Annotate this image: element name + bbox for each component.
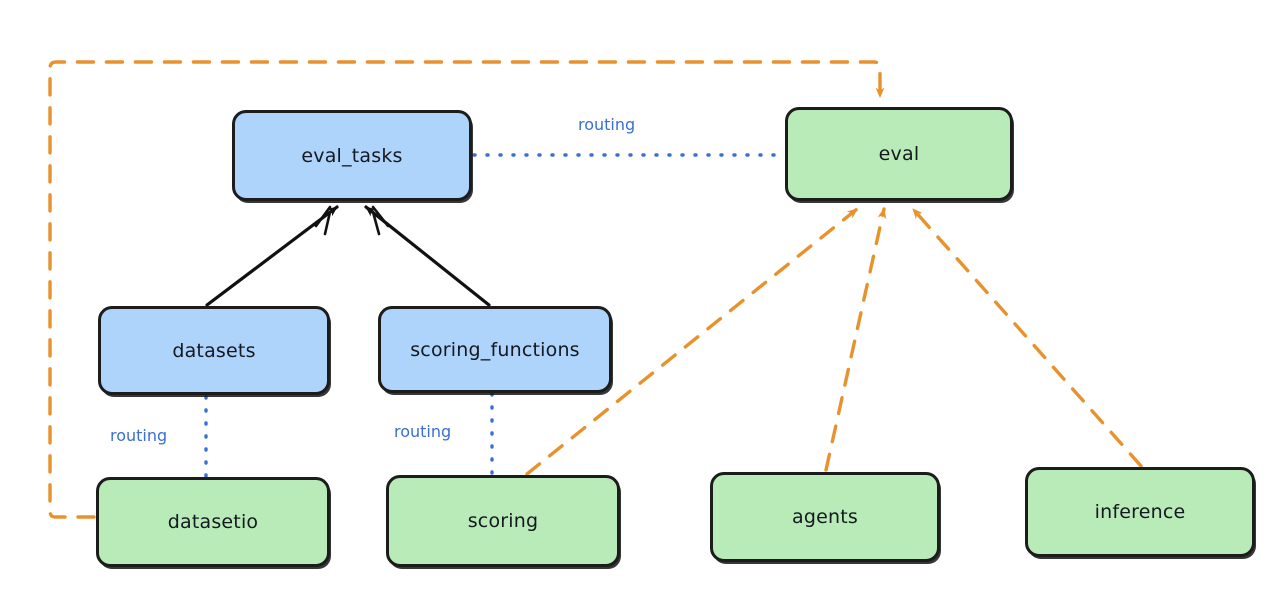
node-inference-label: inference (1094, 501, 1186, 523)
node-scoring[interactable]: scoring (386, 475, 620, 567)
edge-datasets-to-eval-tasks (205, 205, 339, 307)
node-eval-tasks[interactable]: eval_tasks (232, 110, 472, 201)
node-inference[interactable]: inference (1025, 467, 1255, 557)
node-datasetio-label: datasetio (167, 511, 259, 533)
node-eval-tasks-label: eval_tasks (301, 144, 403, 167)
node-datasets[interactable]: datasets (98, 306, 330, 395)
node-agents-label: agents (792, 506, 858, 528)
edge-scoring-functions-arrowhead-flick (371, 205, 390, 236)
node-datasetio[interactable]: datasetio (96, 477, 330, 567)
edge-inference-to-eval (911, 207, 1143, 468)
node-scoring-functions-label: scoring_functions (410, 338, 580, 361)
edge-datasetio-to-eval (48, 60, 885, 519)
node-scoring-functions[interactable]: scoring_functions (378, 306, 612, 393)
edge-agents-to-eval (824, 207, 887, 472)
node-scoring-label: scoring (467, 510, 539, 532)
edge-datasets-arrowhead-flick (314, 205, 332, 236)
node-agents[interactable]: agents (710, 472, 940, 562)
node-eval-label: eval (878, 143, 920, 165)
edge-label-routing-eval-tasks-eval: routing (578, 115, 636, 134)
edge-label-routing-datasets-datasetio: routing (110, 426, 168, 445)
edge-scoring-to-eval (525, 207, 859, 476)
node-eval[interactable]: eval (785, 107, 1013, 201)
edge-label-routing-scoring-functions-scoring: routing (394, 422, 452, 441)
node-datasets-label: datasets (172, 339, 256, 362)
